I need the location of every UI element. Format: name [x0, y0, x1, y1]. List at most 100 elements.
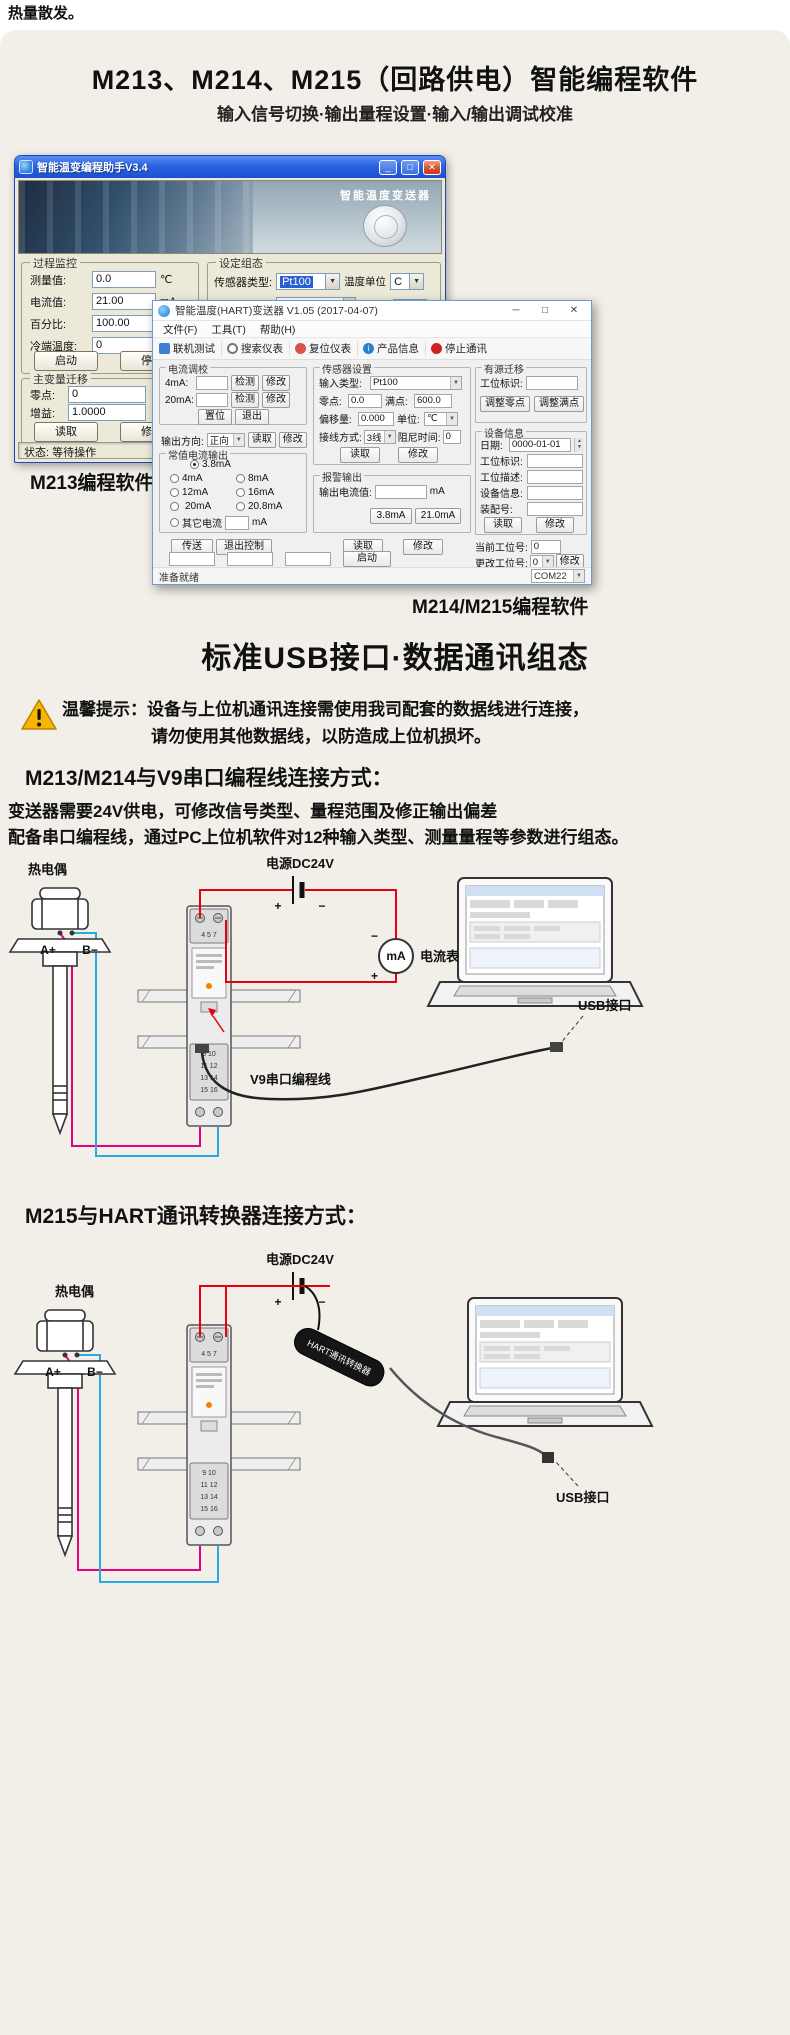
cal-20ma-field[interactable]	[196, 393, 228, 407]
alarm-low-button[interactable]: 3.8mA	[370, 508, 412, 524]
temp-unit-dropdown[interactable]: C	[390, 273, 425, 290]
direction-dropdown[interactable]: 正向	[206, 433, 245, 447]
modify-button[interactable]: 修改	[536, 517, 574, 533]
cal-4ma-field[interactable]	[196, 376, 228, 390]
wire-b-minus	[72, 932, 219, 1157]
start-button[interactable]: 启动	[34, 351, 98, 371]
sensor-type-dropdown[interactable]: Pt100	[276, 273, 341, 290]
radio-12ma[interactable]	[170, 488, 179, 497]
minimize-button[interactable]	[504, 305, 528, 316]
exit-button[interactable]: 退出	[235, 409, 269, 425]
chevron-down-icon[interactable]	[446, 412, 457, 425]
radio-20ma[interactable]	[170, 502, 179, 511]
chevron-down-icon[interactable]	[232, 434, 244, 446]
radio-3-8ma[interactable]	[190, 460, 199, 469]
set-button[interactable]: 置位	[198, 409, 232, 425]
section-subtitle: 输入信号切换·输出量程设置·输入/输出调试校准	[216, 105, 574, 124]
read-button[interactable]: 读取	[484, 517, 522, 533]
menu-file[interactable]: 文件(F)	[163, 323, 198, 336]
bottom-field-2[interactable]	[227, 552, 273, 566]
close-button[interactable]	[423, 159, 441, 175]
field-row: 日期: 0000-01-01 ▲▼	[480, 437, 584, 452]
radio-label: 其它电流	[182, 519, 222, 530]
start-button[interactable]: 启动	[343, 551, 391, 567]
offset-field[interactable]: 0.000	[358, 411, 394, 426]
alarm-current-field[interactable]	[374, 484, 427, 499]
modify-button[interactable]: 修改	[262, 375, 290, 391]
maximize-button[interactable]	[533, 305, 557, 316]
modify-button[interactable]: 修改	[278, 432, 307, 448]
modify-button[interactable]: 修改	[262, 392, 290, 408]
status-text: 准备就绪	[159, 572, 199, 584]
radio-20-8ma[interactable]	[236, 502, 245, 511]
maximize-button[interactable]	[401, 159, 419, 175]
field-row: 20mA: 检测 修改	[165, 392, 290, 408]
label-m213-software: M213编程软件	[30, 473, 154, 494]
zero-field[interactable]: 0	[68, 386, 146, 403]
chevron-down-icon[interactable]	[409, 274, 424, 289]
device-desc-field[interactable]	[527, 469, 583, 484]
chevron-down-icon[interactable]	[541, 556, 553, 568]
measure-value-field[interactable]: 0.0	[92, 271, 156, 288]
minimize-button[interactable]	[379, 159, 397, 175]
alarm-high-button[interactable]: 21.0mA	[415, 508, 461, 524]
window2-title: 智能温度(HART)变送器 V1.05 (2017-04-07)	[175, 305, 378, 317]
radio-other-current[interactable]	[170, 518, 179, 527]
bottom-field-3[interactable]	[285, 552, 331, 566]
wiring-dropdown[interactable]: 3线	[363, 429, 396, 444]
detect-button[interactable]: 检测	[231, 392, 259, 408]
field-label: 20mA:	[165, 394, 194, 406]
input-type-dropdown[interactable]: Pt100	[370, 375, 462, 390]
adjust-full-button[interactable]: 调整满点	[534, 396, 584, 412]
read-button[interactable]: 读取	[34, 422, 98, 442]
station-tag-field[interactable]	[525, 375, 578, 390]
adjust-zero-button[interactable]: 调整零点	[480, 396, 530, 412]
chevron-down-icon[interactable]	[325, 274, 340, 289]
radio-8ma[interactable]	[236, 474, 245, 483]
current-station-field[interactable]: 0	[530, 539, 561, 554]
damping-time-field[interactable]: 0	[442, 429, 461, 444]
date-spinner[interactable]: ▲▼	[574, 437, 584, 452]
gain-field[interactable]: 1.0000	[68, 404, 146, 421]
toolbar-connect-test[interactable]: 联机测试	[159, 341, 222, 356]
toolbar-search-meter[interactable]: 搜索仪表	[227, 341, 290, 356]
field-label: 工位标识:	[480, 457, 523, 468]
window1-titlebar[interactable]: 智能温变编程助手V3.4	[15, 156, 445, 178]
chevron-down-icon[interactable]	[383, 430, 395, 443]
menu-help[interactable]: 帮助(H)	[259, 323, 296, 336]
modify-button[interactable]: 修改	[398, 447, 438, 463]
plus-sign: +	[274, 1295, 281, 1309]
modify-button[interactable]: 修改	[403, 539, 443, 555]
chevron-down-icon[interactable]	[450, 376, 461, 389]
unit-dropdown[interactable]: ℃	[424, 411, 458, 426]
percent-field[interactable]: 100.00	[92, 315, 156, 332]
field-label: 零点:	[319, 397, 342, 408]
toolbar-stop-comm[interactable]: 停止通讯	[431, 341, 493, 356]
bottom-field-1[interactable]	[169, 552, 215, 566]
field-label: 更改工位号:	[475, 558, 528, 570]
label-b-minus: B−	[82, 943, 98, 957]
radio-16ma[interactable]	[236, 488, 245, 497]
toolbar-reset-meter[interactable]: 复位仪表	[295, 341, 358, 356]
chevron-down-icon[interactable]	[573, 570, 584, 582]
menu-tools[interactable]: 工具(T)	[211, 323, 246, 336]
device-tag-field[interactable]	[527, 453, 583, 468]
label-usb-port: USB接口	[578, 998, 631, 1013]
detect-button[interactable]: 检测	[231, 375, 259, 391]
window2-titlebar[interactable]: 智能温度(HART)变送器 V1.05 (2017-04-07)	[153, 301, 591, 321]
modify-button[interactable]: 修改	[555, 554, 584, 570]
radio-4ma[interactable]	[170, 474, 179, 483]
zero-field[interactable]: 0.0	[348, 393, 382, 408]
full-scale-field[interactable]: 600.0	[414, 393, 452, 408]
other-current-field[interactable]	[225, 515, 249, 530]
change-station-dropdown[interactable]: 0	[529, 555, 554, 569]
current-value-field[interactable]: 21.00	[92, 293, 156, 310]
com-port-dropdown[interactable]: COM22	[531, 569, 585, 583]
assembly-no-field[interactable]	[527, 501, 583, 516]
read-button[interactable]: 读取	[340, 447, 380, 463]
read-button[interactable]: 读取	[247, 432, 276, 448]
device-info-field[interactable]	[527, 485, 583, 500]
close-button[interactable]	[562, 305, 586, 316]
date-field[interactable]: 0000-01-01	[509, 437, 571, 452]
